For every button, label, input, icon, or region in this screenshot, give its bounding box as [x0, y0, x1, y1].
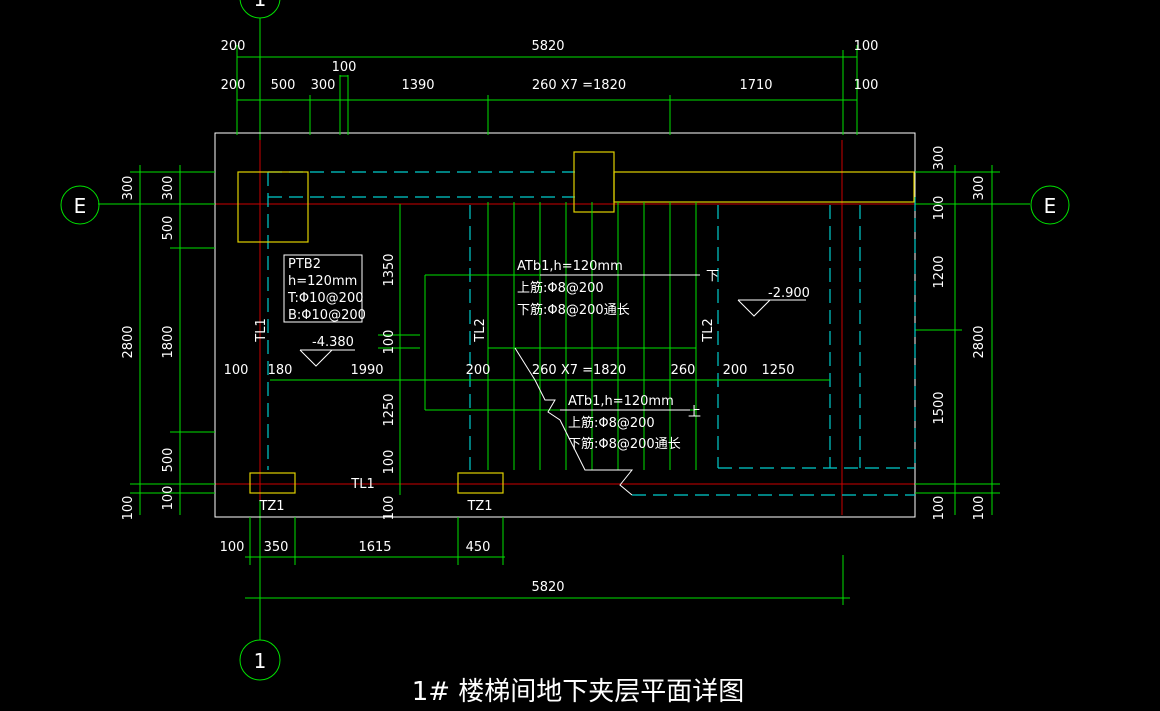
svg-text:260 X7 =1820: 260 X7 =1820	[532, 78, 626, 93]
svg-text:180: 180	[268, 363, 293, 378]
svg-text:1800: 1800	[161, 325, 176, 358]
svg-text:260 X7 =1820: 260 X7 =1820	[532, 363, 626, 378]
svg-text:5820: 5820	[531, 39, 564, 54]
svg-text:ATb1,h=120mm: ATb1,h=120mm	[568, 394, 674, 409]
right-dim-labels: 300 300 100 1200 2800 1500 100 100	[932, 146, 987, 521]
svg-text:1500: 1500	[932, 391, 947, 424]
axis-lines	[98, 18, 1030, 640]
svg-text:100: 100	[332, 60, 357, 75]
svg-text:1200: 1200	[932, 255, 947, 288]
svg-text:1990: 1990	[350, 363, 383, 378]
svg-text:TZ1: TZ1	[466, 499, 492, 514]
svg-text:-2.900: -2.900	[768, 286, 810, 301]
svg-text:E: E	[74, 194, 87, 218]
beam-tags: TL1 TL2 TL2 TL1	[254, 318, 716, 492]
svg-text:E: E	[1044, 194, 1057, 218]
inner-row-labels: 100 180 1990 200 260 X7 =1820 260 200 12…	[224, 363, 795, 378]
svg-text:350: 350	[264, 540, 289, 555]
right-dimensions	[915, 165, 1000, 515]
svg-text:100: 100	[220, 540, 245, 555]
svg-text:100: 100	[972, 496, 987, 521]
svg-text:1: 1	[254, 649, 267, 673]
svg-text:300: 300	[161, 176, 176, 201]
svg-text:450: 450	[466, 540, 491, 555]
axis-bubble-bottom: 1	[239, 639, 281, 681]
svg-text:100: 100	[854, 78, 879, 93]
svg-text:PTB2: PTB2	[288, 257, 321, 272]
dir-down-label: 下	[706, 269, 719, 284]
svg-text:2800: 2800	[121, 325, 136, 358]
slab-ptb2-label: PTB2 h=120mm T:Φ10@200 B:Φ10@200	[283, 254, 366, 323]
slab-atb1-upper-label: ATb1,h=120mm 上筋:Φ8@200 下筋:Φ8@200通长	[517, 259, 630, 318]
svg-text:100: 100	[854, 39, 879, 54]
column-hatches	[237, 151, 915, 494]
svg-text:100: 100	[382, 450, 397, 475]
svg-text:上筋:Φ8@200: 上筋:Φ8@200	[517, 280, 604, 296]
svg-text:T:Φ10@200: T:Φ10@200	[287, 291, 363, 306]
direction-arrows	[540, 274, 700, 411]
svg-text:200: 200	[221, 78, 246, 93]
axis-bubble-left: E	[60, 185, 100, 225]
svg-text:B:Φ10@200: B:Φ10@200	[288, 308, 366, 323]
outer-outline	[214, 132, 916, 518]
svg-text:1250: 1250	[761, 363, 794, 378]
svg-text:5820: 5820	[531, 580, 564, 595]
svg-text:上筋:Φ8@200: 上筋:Φ8@200	[568, 415, 655, 431]
drawing-title: 1# 楼梯间地下夹层平面详图	[412, 677, 745, 707]
svg-text:下筋:Φ8@200通长: 下筋:Φ8@200通长	[517, 302, 630, 318]
svg-text:1615: 1615	[358, 540, 391, 555]
svg-text:TL2: TL2	[473, 318, 488, 342]
svg-text:100: 100	[121, 496, 136, 521]
svg-text:TZ1: TZ1	[258, 499, 284, 514]
svg-text:100: 100	[932, 196, 947, 221]
axis-bubble-top: 1	[239, 0, 281, 19]
left-dim-labels: 300 300 500 1800 2800 500 100 100	[121, 176, 176, 521]
svg-text:200: 200	[221, 39, 246, 54]
svg-text:1390: 1390	[401, 78, 434, 93]
svg-text:300: 300	[932, 146, 947, 171]
wall-lines	[267, 171, 916, 496]
svg-text:100: 100	[382, 496, 397, 521]
svg-text:TL1: TL1	[350, 477, 374, 492]
svg-text:h=120mm: h=120mm	[288, 274, 357, 289]
svg-text:2800: 2800	[972, 325, 987, 358]
svg-text:100: 100	[382, 330, 397, 355]
left-dimensions	[130, 165, 215, 515]
bottom-dim-labels: 100 350 1615 450 5820	[220, 540, 565, 595]
break-line	[514, 347, 634, 496]
svg-text:500: 500	[271, 78, 296, 93]
svg-text:ATb1,h=120mm: ATb1,h=120mm	[517, 259, 623, 274]
slab-atb1-lower-label: ATb1,h=120mm 上筋:Φ8@200 下筋:Φ8@200通长	[568, 394, 681, 452]
svg-text:下筋:Φ8@200通长: 下筋:Φ8@200通长	[568, 436, 681, 452]
svg-text:1250: 1250	[382, 393, 397, 426]
svg-text:300: 300	[972, 176, 987, 201]
svg-text:500: 500	[161, 216, 176, 241]
svg-text:1: 1	[254, 0, 267, 11]
svg-text:TL2: TL2	[701, 318, 716, 342]
svg-text:200: 200	[723, 363, 748, 378]
inner-dim-labels: 1350 100 1250 100 100	[382, 253, 397, 520]
svg-text:300: 300	[121, 176, 136, 201]
elevation-mark-right: -2.900	[737, 286, 810, 317]
axis-bubble-right: E	[1030, 185, 1070, 225]
column-tags: TZ1 TZ1	[258, 499, 492, 514]
svg-text:TL1: TL1	[254, 318, 269, 342]
stair-treads	[270, 202, 830, 495]
elevation-mark-left: -4.380	[299, 335, 355, 367]
svg-text:-4.380: -4.380	[312, 335, 354, 350]
svg-text:100: 100	[932, 496, 947, 521]
svg-text:1710: 1710	[739, 78, 772, 93]
svg-text:500: 500	[161, 448, 176, 473]
top-dimensions	[236, 45, 858, 135]
bottom-dimensions	[245, 517, 850, 605]
dir-up-label: 上	[688, 405, 701, 420]
svg-text:1350: 1350	[382, 253, 397, 286]
svg-text:100: 100	[224, 363, 249, 378]
svg-text:300: 300	[311, 78, 336, 93]
svg-text:260: 260	[671, 363, 696, 378]
top-dim-labels: 200 5820 100 100 200 500 300 1390 260 X7…	[221, 39, 879, 93]
svg-text:200: 200	[466, 363, 491, 378]
svg-text:100: 100	[161, 486, 176, 511]
